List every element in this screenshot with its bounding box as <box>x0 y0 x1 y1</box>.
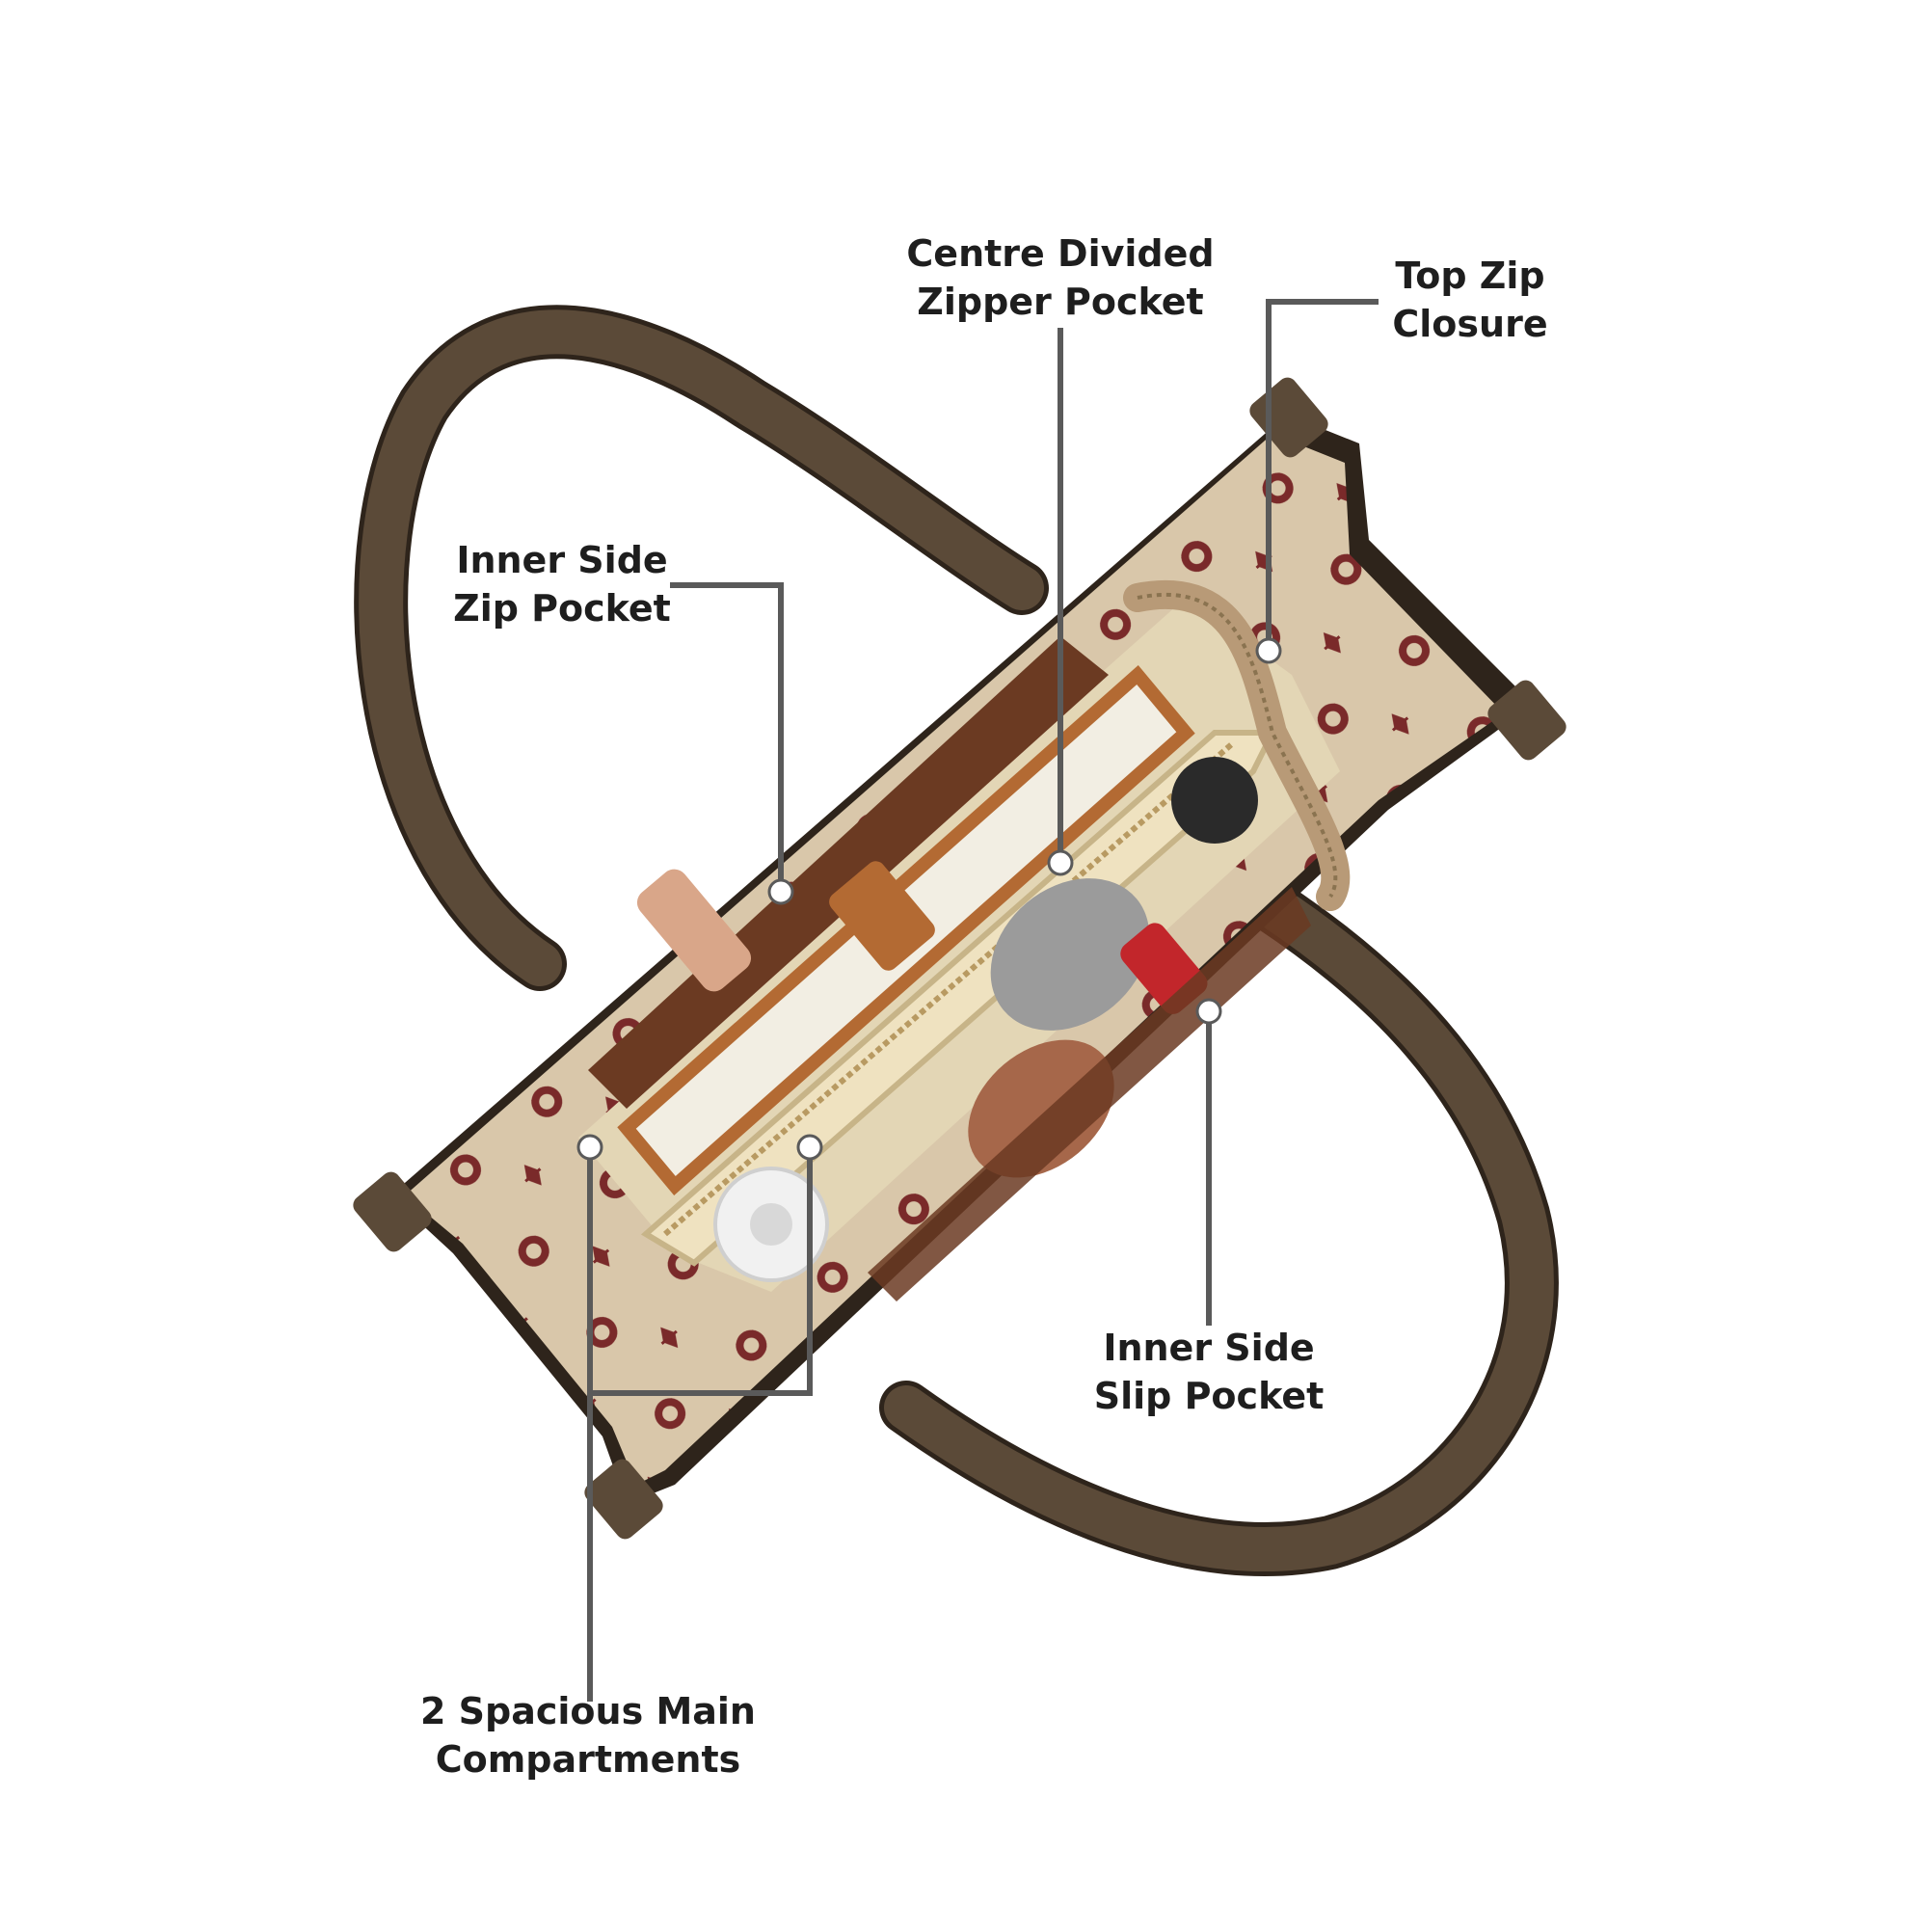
corner-tab-bottom <box>584 1459 663 1540</box>
leader-top-zip <box>1266 299 1379 651</box>
dot-centre-divided <box>1047 849 1074 876</box>
dot-inner-zip <box>767 878 794 905</box>
label-centre-divided-zipper-pocket: Centre Divided Zipper Pocket <box>906 232 1215 323</box>
compact-powder <box>968 1039 1114 1178</box>
label-inner-side-zip-pocket: Inner Side Zip Pocket <box>453 539 671 630</box>
corner-tab-left <box>353 1171 432 1252</box>
centre-zipper-pocket <box>640 730 1277 1267</box>
callout-leader-lines <box>587 299 1379 1702</box>
dot-main-right <box>796 1134 823 1161</box>
label-inner-side-slip-pocket: Inner Side Slip Pocket <box>1093 1327 1325 1417</box>
leader-inner-zip <box>670 582 784 892</box>
dot-top-zip <box>1255 637 1282 664</box>
notebook-strap <box>829 861 935 971</box>
label-top-zip-closure: Top Zip Closure <box>1392 255 1548 345</box>
dot-main-left <box>576 1134 603 1161</box>
smartphone <box>636 869 752 992</box>
cosmetic-jar <box>1171 757 1258 844</box>
steel-tumbler <box>990 878 1150 1031</box>
leader-main-right <box>590 1152 813 1396</box>
label-2-spacious-main-compartments: 2 Spacious Main Compartments <box>420 1690 756 1781</box>
corner-tab-right <box>1487 680 1566 761</box>
inner-slip-pocket <box>868 887 1311 1301</box>
dot-inner-slip <box>1195 998 1222 1025</box>
